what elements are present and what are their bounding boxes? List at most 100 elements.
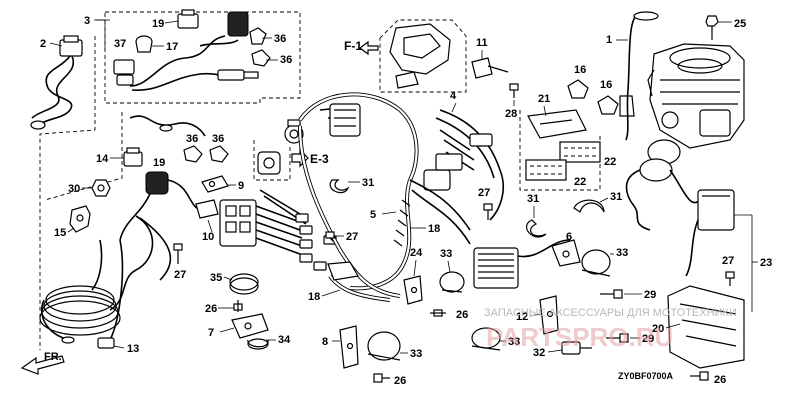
part-30-nut <box>91 179 111 197</box>
part-27-bolt-a <box>173 243 183 264</box>
callout-33: 33 <box>508 336 520 348</box>
part-14-harness <box>44 112 206 241</box>
callout-6: 6 <box>566 231 572 243</box>
callout-17: 17 <box>166 41 178 53</box>
callout-36: 36 <box>186 133 198 145</box>
part-12-bracket <box>539 295 559 335</box>
part-26-bolt-b <box>430 309 446 317</box>
callout-22: 22 <box>574 176 586 188</box>
callout-13: 13 <box>127 343 139 355</box>
callout-18: 18 <box>428 223 440 235</box>
part-13-cable-coil <box>39 239 124 349</box>
f1-arrow: F-1 <box>344 39 379 56</box>
f1-cover-box <box>379 19 467 93</box>
harness-bracket-center <box>327 261 359 281</box>
drawing-code: ZY0BF0700A <box>618 371 674 381</box>
callout-37: 37 <box>114 38 126 50</box>
callout-11: 11 <box>476 37 488 49</box>
callout-26: 26 <box>456 309 468 321</box>
callout-26: 26 <box>714 374 726 386</box>
callout-12: 12 <box>516 311 528 323</box>
callout-10: 10 <box>202 231 214 243</box>
part-9-bracket <box>201 175 229 193</box>
part-21-bracket <box>527 109 587 139</box>
engine-block <box>647 43 745 149</box>
part-22-tape-a <box>559 141 601 163</box>
callout-3: 3 <box>84 15 90 27</box>
part-36-clip-d <box>209 145 229 163</box>
part-27-bolt-b <box>325 231 335 243</box>
callout-4: 4 <box>450 90 457 102</box>
callout-33: 33 <box>440 248 452 260</box>
part-5-main-harness <box>298 92 471 298</box>
callout-34: 34 <box>278 334 291 346</box>
part-6-bracket <box>551 239 581 267</box>
callout-26: 26 <box>394 375 406 387</box>
callout-18: 18 <box>308 291 320 303</box>
part-10-relay-block <box>195 199 257 247</box>
part-27-bolt-c <box>483 203 493 220</box>
part-31-clip-a <box>329 179 350 194</box>
part-35-clamp <box>229 273 259 295</box>
callout-27: 27 <box>478 187 490 199</box>
callout-35: 35 <box>210 272 222 284</box>
callout-29: 29 <box>642 333 654 345</box>
part-8-bracket <box>339 325 359 369</box>
part-33-clamp-c <box>471 327 501 351</box>
front-direction-arrow: FR. <box>20 351 65 375</box>
callout-21: 21 <box>538 93 550 105</box>
e3-label: E-3 <box>310 152 329 166</box>
part-36-clip-b <box>251 49 271 67</box>
callout-5: 5 <box>370 209 376 221</box>
callout-25: 25 <box>734 18 746 30</box>
part-27-bolt-d <box>725 271 735 286</box>
part-22-tape-b <box>525 159 567 181</box>
part-16-clip-a <box>567 79 589 99</box>
part-3-harness-wires <box>129 11 259 91</box>
part-11-bracket <box>471 57 509 79</box>
callout-29: 29 <box>644 289 656 301</box>
part-25-bolt <box>705 15 719 40</box>
part-37-connector <box>113 59 135 86</box>
callout-27: 27 <box>346 231 358 243</box>
callout-16: 16 <box>600 79 612 91</box>
part-19-connector <box>123 147 143 167</box>
part-19-connector-top <box>177 9 199 29</box>
part-2-cable <box>30 35 83 130</box>
callout-23: 23 <box>760 257 772 269</box>
ignition-coil <box>625 139 701 231</box>
part-26-bolt-d <box>690 371 709 381</box>
part-34-clip <box>247 338 269 350</box>
part-13-wire-pair <box>109 215 172 311</box>
part-7-bracket <box>231 313 269 339</box>
callout-19: 19 <box>153 157 165 169</box>
front-label: FR. <box>44 351 62 363</box>
watermark-text: ЗАПАСНЫЕ АКСЕССУАРЫ ДЛЯ МОТОТЕХНИКИ <box>484 307 737 319</box>
part-29-bolt-b <box>606 333 629 343</box>
f1-label: F-1 <box>344 39 362 53</box>
part-28-bolt <box>509 83 519 98</box>
callout-36: 36 <box>212 133 224 145</box>
part-24-bracket <box>403 275 423 305</box>
callout-19: 19 <box>152 18 164 30</box>
callout-28: 28 <box>505 108 517 120</box>
callout-31: 31 <box>527 193 539 205</box>
callout-33: 33 <box>410 348 422 360</box>
callout-27: 27 <box>174 269 186 281</box>
part-33-clamp-d <box>367 331 401 361</box>
callout-8: 8 <box>322 336 328 348</box>
callout-36: 36 <box>274 33 286 45</box>
ignition-switch <box>253 119 304 181</box>
callout-16: 16 <box>574 64 586 76</box>
callout-31: 31 <box>610 191 622 203</box>
callout-20: 20 <box>652 323 664 335</box>
part-32-connector <box>561 341 592 355</box>
part-31-clip-b <box>525 219 547 238</box>
callout-24: 24 <box>410 247 423 259</box>
part-26-bolt-c <box>373 373 390 383</box>
part-17-clip <box>135 35 153 53</box>
callout-36: 36 <box>280 54 292 66</box>
callout-31: 31 <box>362 177 374 189</box>
part-26-bolt-a <box>233 300 243 312</box>
callout-30: 30 <box>68 183 80 195</box>
